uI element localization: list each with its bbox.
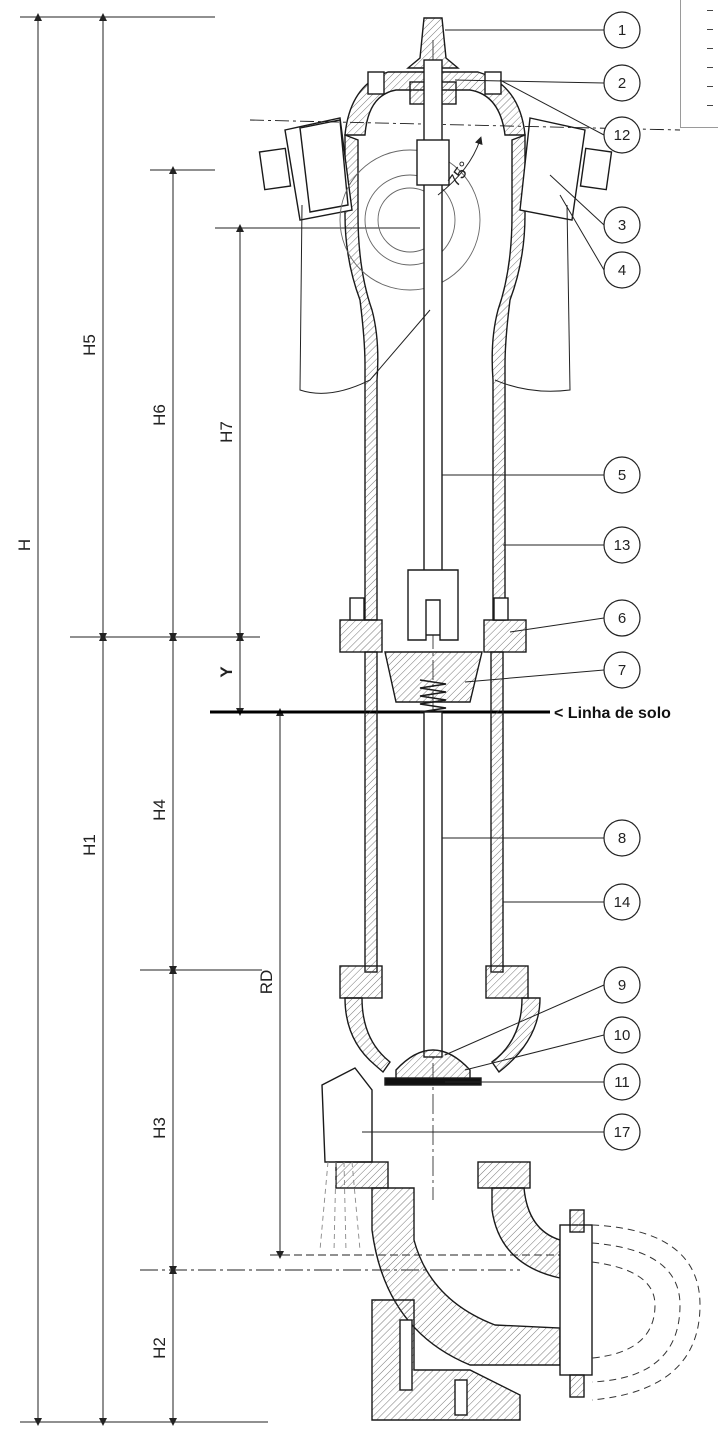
callout-circle-10 [603, 1016, 641, 1054]
callout-number-1: 1 [618, 22, 626, 39]
callout-circle-3 [603, 206, 641, 244]
callout-number-9: 9 [618, 977, 626, 994]
callout-number-7: 7 [618, 662, 626, 679]
callout-number-2: 2 [618, 75, 626, 92]
hydrant-body [249, 17, 681, 1421]
callout-circle-1 [603, 11, 641, 49]
legend-dash [707, 105, 713, 106]
dim-Y: Y [217, 666, 236, 678]
legend-box [680, 0, 718, 128]
callout-number-14: 14 [614, 894, 631, 911]
dim-H5: H5 [80, 334, 99, 356]
legend-dash [707, 29, 713, 30]
angle-arc [437, 136, 483, 196]
dimension-labels: H H5 H1 H6 H4 H3 H2 H7 Y RD [15, 334, 276, 1359]
callout-number-8: 8 [618, 830, 626, 847]
legend-dash [707, 10, 713, 11]
callout-leaders [362, 29, 605, 1133]
callout-number-17: 17 [614, 1124, 631, 1141]
dashed-elbow [591, 1224, 701, 1401]
dim-H7: H7 [217, 421, 236, 443]
legend-dash [707, 86, 713, 87]
callout-number-10: 10 [614, 1027, 631, 1044]
callout-circle-11 [603, 1063, 641, 1101]
callout-number-13: 13 [614, 537, 631, 554]
callout-circle-17 [603, 1113, 641, 1151]
callout-circle-2 [603, 64, 641, 102]
dim-RD: RD [257, 970, 276, 995]
legend-dash [707, 67, 713, 68]
callout-circle-6 [603, 599, 641, 637]
callout-circle-4 [603, 251, 641, 289]
callout-number-6: 6 [618, 610, 626, 627]
callout-circle-8 [603, 819, 641, 857]
ground-line-label: < Linha de solo [554, 705, 671, 722]
legend-dash [707, 48, 713, 49]
callout-circle-5 [603, 456, 641, 494]
dim-H: H [15, 539, 34, 551]
drain-spray [319, 1161, 361, 1253]
callout-number-5: 5 [618, 467, 626, 484]
dim-H6: H6 [150, 404, 169, 426]
dim-H2: H2 [150, 1337, 169, 1359]
callout-number-12: 12 [614, 127, 631, 144]
dim-H1: H1 [80, 834, 99, 856]
callout-number-11: 11 [614, 1074, 630, 1091]
callout-circle-14 [603, 883, 641, 921]
dimension-lines [20, 13, 560, 1426]
callout-number-4: 4 [618, 262, 626, 279]
dim-H4: H4 [150, 799, 169, 821]
callout-circle-9 [603, 966, 641, 1004]
callout-circle-7 [603, 651, 641, 689]
callout-number-3: 3 [618, 217, 626, 234]
callout-circle-13 [603, 526, 641, 564]
callout-circle-12 [603, 116, 641, 154]
dim-H3: H3 [150, 1117, 169, 1139]
chains [299, 204, 571, 394]
